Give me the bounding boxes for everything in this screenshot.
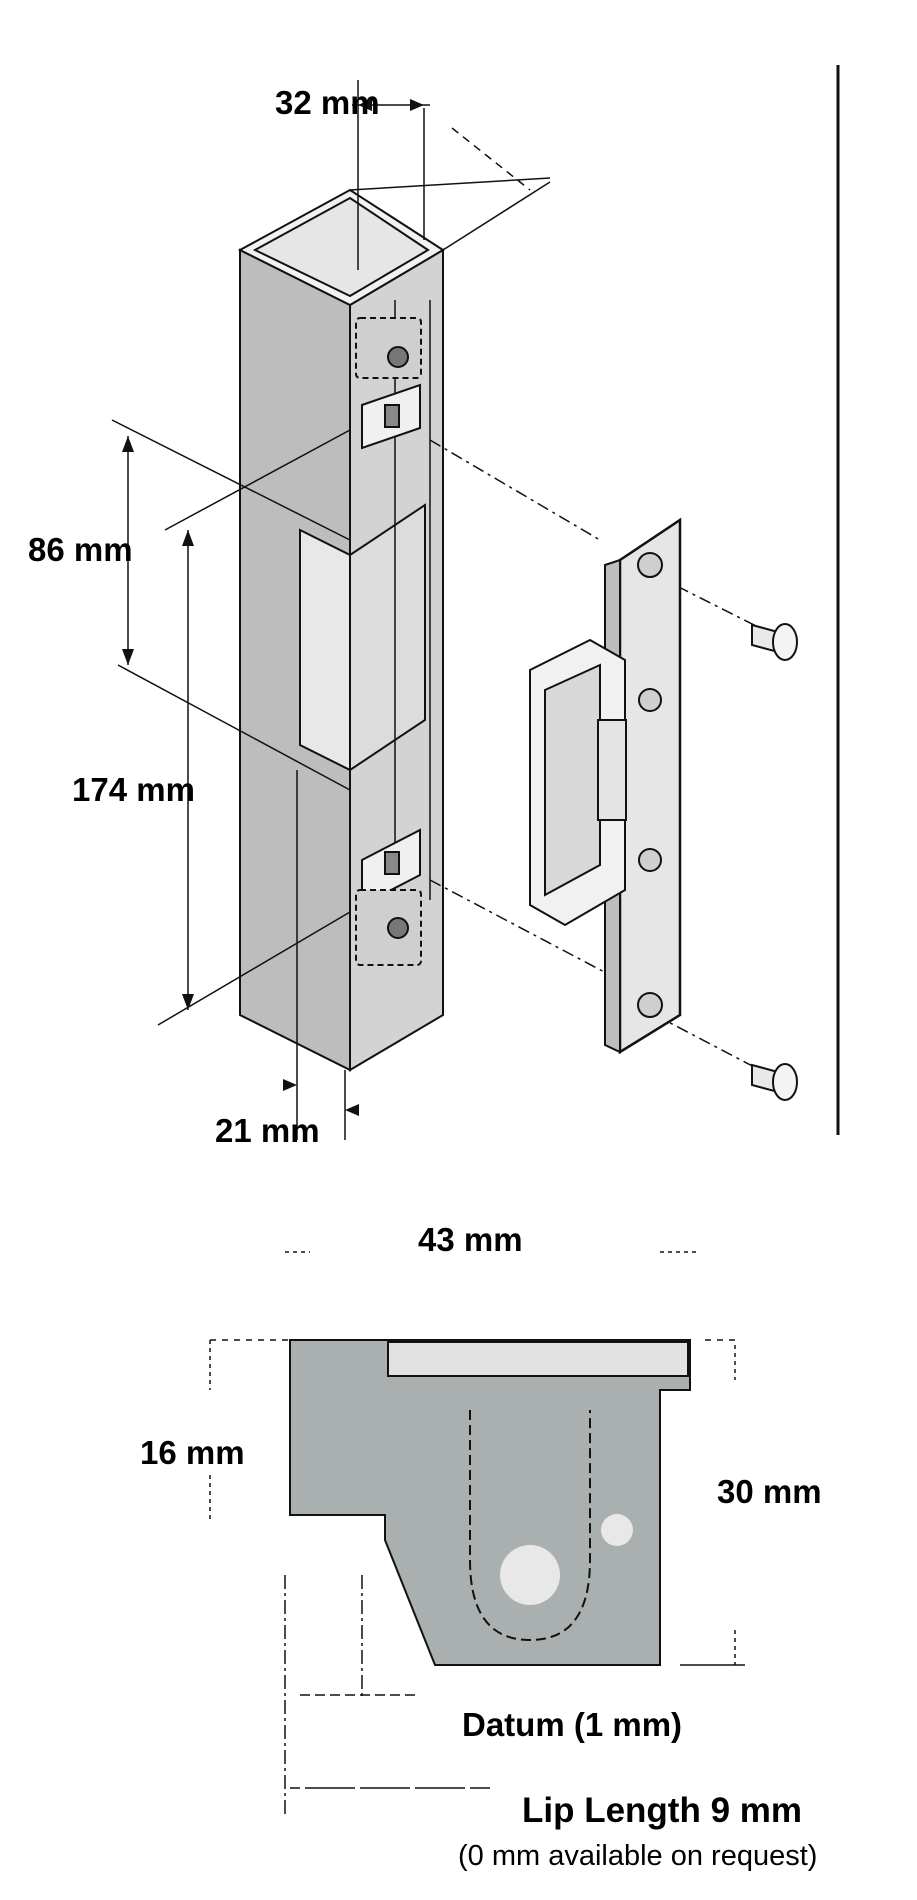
lip-length-label: Lip Length 9 mm	[522, 1791, 802, 1830]
keep-cutout	[299, 528, 351, 772]
dim-height-left-label: 16 mm	[140, 1434, 245, 1471]
keep-top-inner	[252, 196, 430, 298]
strike-keeper-inner	[544, 663, 601, 897]
keep-cutout-recess	[349, 503, 426, 772]
profile-slot-outline	[469, 1410, 591, 1642]
strike-keeper-slot	[597, 719, 627, 821]
plate-hole-mid-1	[638, 688, 662, 712]
upper-tab-slot	[384, 404, 400, 428]
dimension-arrows	[122, 99, 424, 1116]
profile-hole-small	[601, 1514, 633, 1546]
upper-screw-bracket	[355, 317, 422, 379]
dim-width-top-label: 32 mm	[275, 84, 380, 121]
profile-body	[289, 1339, 691, 1666]
dim-height-right-label: 30 mm	[717, 1473, 822, 1510]
isometric-keep-drawing	[111, 65, 840, 1140]
dim-width-profile-label: 43 mm	[418, 1221, 523, 1258]
upper-screw	[387, 346, 409, 368]
strike-plate-face	[618, 517, 682, 1055]
profile-section-drawing	[209, 1251, 745, 1815]
dim-depth-bottom-label: 21 mm	[215, 1112, 320, 1149]
profile-lip	[387, 1341, 689, 1377]
dim-height-total-label: 174 mm	[72, 771, 195, 808]
plate-hole-top	[637, 552, 663, 578]
datum-label: Datum (1 mm)	[462, 1706, 682, 1743]
screw-top-icon	[751, 623, 798, 661]
screw-bottom-icon	[751, 1063, 798, 1101]
lower-tab-slot	[384, 851, 400, 875]
plate-hole-bottom	[637, 992, 663, 1018]
dim-height-cutout-label: 86 mm	[28, 531, 133, 568]
plate-hole-mid-2	[638, 848, 662, 872]
lower-screw	[387, 917, 409, 939]
lip-note-label: (0 mm available on request)	[458, 1840, 817, 1872]
profile-hole-large	[500, 1545, 560, 1605]
